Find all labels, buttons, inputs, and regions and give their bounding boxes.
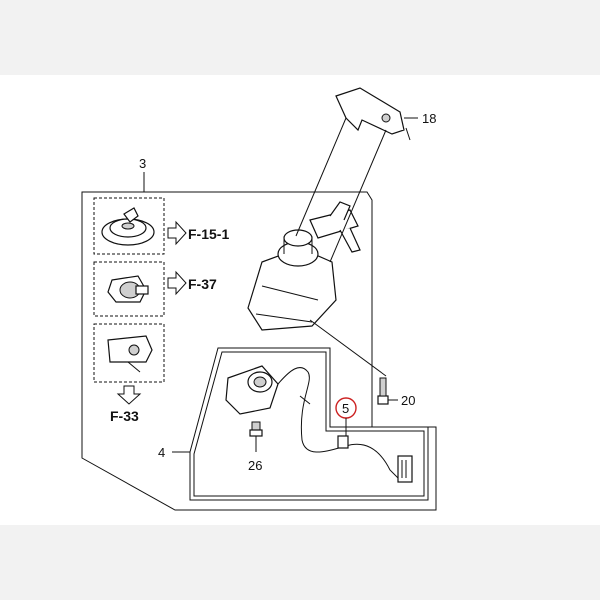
callout-4: 4 <box>158 445 165 460</box>
bracket-part-18 <box>335 87 411 141</box>
connector-part <box>397 455 413 483</box>
screw-part-20 <box>377 377 398 405</box>
ref-f151: F-15-1 <box>188 226 229 242</box>
ignition-switch-part <box>247 229 337 331</box>
callout-5: 5 <box>342 401 349 416</box>
ref-f33: F-33 <box>110 408 139 424</box>
wire-clip <box>299 395 311 405</box>
subbox-seat-lock <box>93 261 165 317</box>
seat-lock-part <box>107 275 149 303</box>
keys-part <box>309 201 361 253</box>
wire-harness <box>277 367 403 483</box>
arrow-f33 <box>116 385 142 405</box>
leader-bracket-left <box>295 117 347 237</box>
ref-f37: F-37 <box>188 276 217 292</box>
bolt-part-26 <box>249 421 263 452</box>
sensor-unit-part <box>225 365 279 415</box>
subbox-helmet-lock <box>93 323 165 383</box>
arrow-f37 <box>167 270 187 296</box>
arrow-f151 <box>167 220 187 246</box>
wire-band <box>337 435 349 449</box>
callout-18: 18 <box>422 111 436 126</box>
callout-26: 26 <box>248 458 262 473</box>
fuel-cap-part <box>101 207 155 246</box>
leader-bracket-right <box>329 129 387 263</box>
leader-20 <box>309 319 387 377</box>
callout-20: 20 <box>401 393 415 408</box>
harness-outline-inner <box>193 351 425 497</box>
harness-outline-4 <box>189 347 429 501</box>
kit-outline-3 <box>81 191 437 511</box>
subbox-fuel-cap <box>93 197 165 255</box>
callout-3: 3 <box>139 156 146 171</box>
helmet-lock-part <box>107 335 153 373</box>
